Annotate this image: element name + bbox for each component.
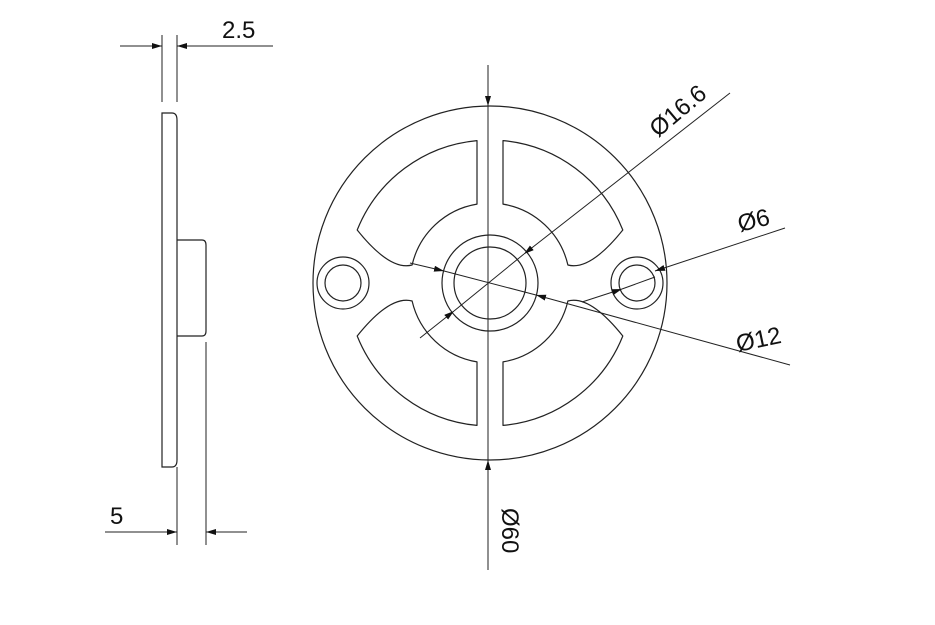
dimension-label-hole-diameter: Ø6 (735, 204, 773, 238)
dimension-line (443, 270, 537, 296)
dimension-label-bore-diameter: Ø12 (734, 322, 784, 358)
dimension-line (654, 227, 786, 272)
hub-outer-circle (441, 234, 539, 332)
dimension-line (419, 310, 455, 339)
slot-cutout (502, 140, 624, 267)
dimension-label-outer-diameter: Ø60 (496, 508, 523, 553)
dimension-line (523, 92, 731, 255)
mount-hole-boss-right (610, 256, 664, 310)
plate-profile (161, 112, 178, 468)
slot-cutout (502, 299, 624, 426)
dimension-line (535, 294, 791, 366)
dimension-line (409, 262, 445, 272)
front-view: Ø60 Ø16.6 Ø12 Ø6 (312, 65, 791, 570)
dimension-label-thickness: 2.5 (222, 17, 255, 44)
dimension-line (581, 288, 623, 303)
side-view: 2.5 5 (105, 17, 273, 545)
dimension-line (621, 276, 656, 290)
hub-bore-circle (453, 246, 527, 320)
mount-hole-boss-left (316, 256, 370, 310)
boss-profile (177, 239, 207, 337)
dimension-label-boss-height: 5 (110, 503, 123, 530)
slot-cutout (356, 140, 478, 267)
mount-hole-right (618, 264, 656, 302)
mount-hole-left (324, 264, 362, 302)
slot-cutout (356, 299, 478, 426)
